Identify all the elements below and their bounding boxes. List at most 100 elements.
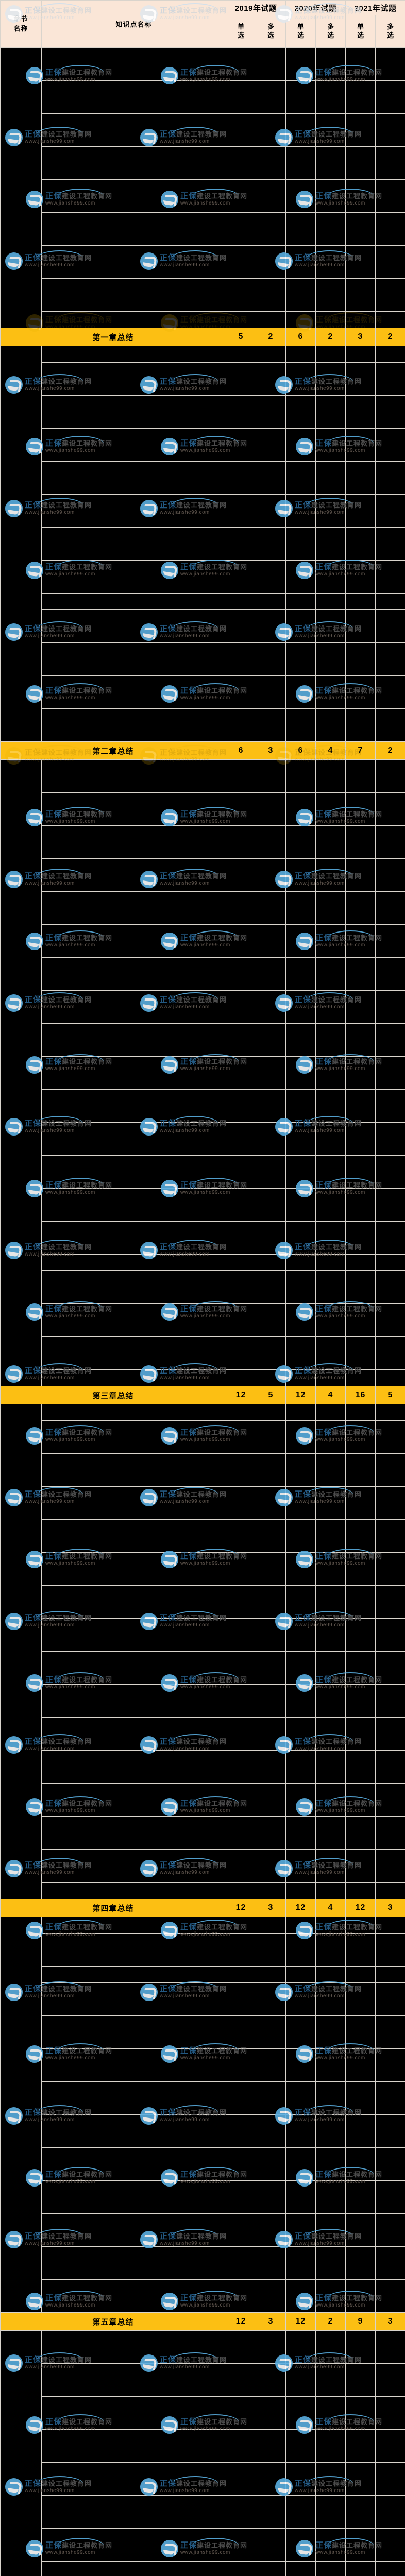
count-cell: [345, 278, 376, 295]
count-cell: [345, 212, 376, 229]
count-cell: [285, 908, 316, 925]
count-cell: [285, 1651, 316, 1668]
count-cell: [345, 527, 376, 544]
table-row: [1, 626, 405, 643]
count-cell: [256, 1684, 286, 1701]
count-cell: [256, 2347, 286, 2364]
count-cell: [285, 1684, 316, 1701]
count-cell: [375, 974, 405, 991]
knowledge-point-cell: [41, 659, 226, 676]
count-cell: [256, 2446, 286, 2463]
chapter-cell: [0, 759, 42, 1386]
count-cell: [375, 2164, 405, 2181]
count-cell: [256, 1106, 286, 1123]
knowledge-point-cell: [41, 2081, 226, 2098]
table-row: [1, 179, 405, 196]
count-cell: [285, 1701, 316, 1718]
knowledge-point-cell: [41, 2098, 226, 2115]
count-cell: [226, 2279, 256, 2296]
count-cell: [226, 1701, 256, 1718]
count-cell: [315, 1966, 346, 1983]
knowledge-point-cell: [41, 2545, 226, 2562]
count-cell: [375, 1139, 405, 1156]
count-cell: [256, 412, 286, 429]
table-row: [1, 725, 405, 742]
count-cell: [345, 642, 376, 659]
count-cell: [375, 2462, 405, 2479]
count-cell: [226, 1569, 256, 1586]
count-cell: [345, 1684, 376, 1701]
count-cell: [345, 229, 376, 246]
knowledge-point-cell: [41, 2561, 226, 2576]
count-cell: [226, 2230, 256, 2247]
count-cell: [315, 2330, 346, 2347]
count-cell: [315, 1684, 346, 1701]
count-cell: [315, 875, 346, 892]
count-cell: [285, 1882, 316, 1899]
count-cell: [256, 2263, 286, 2280]
table-row: [1, 113, 405, 130]
count-cell: [315, 1453, 346, 1470]
table-row: [1, 2032, 405, 2049]
knowledge-point-cell: [41, 692, 226, 709]
chapter-cell: [0, 346, 42, 742]
count-cell: [285, 295, 316, 312]
count-cell: [226, 2462, 256, 2479]
knowledge-point-cell: [41, 1023, 226, 1040]
knowledge-point-cell: [41, 626, 226, 643]
count-cell: [315, 2131, 346, 2148]
count-cell: [256, 957, 286, 974]
count-cell: [315, 1040, 346, 1057]
count-cell: [285, 1437, 316, 1454]
count-cell: [256, 1701, 286, 1718]
knowledge-point-cell: [41, 2380, 226, 2397]
count-cell: [375, 941, 405, 958]
count-cell: [226, 1800, 256, 1817]
count-cell: [345, 593, 376, 610]
count-cell: [345, 1982, 376, 1999]
count-cell: [285, 1270, 316, 1287]
count-cell: [285, 1172, 316, 1189]
count-cell: [375, 1882, 405, 1899]
table-row: [1, 1668, 405, 1685]
count-cell: [315, 809, 346, 826]
table-row: [1, 792, 405, 809]
count-cell: [315, 494, 346, 511]
count-cell: [256, 1437, 286, 1454]
table-row: [1, 1767, 405, 1784]
count-cell: [256, 229, 286, 246]
count-cell: [375, 1668, 405, 1685]
count-cell: [256, 1866, 286, 1883]
count-cell: [345, 2147, 376, 2164]
knowledge-point-cell: [41, 1420, 226, 1437]
table-row: [1, 1684, 405, 1701]
count-cell: [256, 461, 286, 478]
knowledge-point-cell: [41, 428, 226, 445]
count-cell: [226, 1353, 256, 1370]
count-cell: [375, 1404, 405, 1421]
header-knowledge-point: 知识点名称: [41, 0, 226, 48]
count-cell: [256, 1404, 286, 1421]
chapter-summary-value: 3: [256, 1899, 286, 1917]
count-cell: [375, 527, 405, 544]
count-cell: [226, 544, 256, 561]
count-cell: [315, 113, 346, 130]
count-cell: [285, 478, 316, 495]
table-row: [1, 2479, 405, 2496]
count-cell: [256, 346, 286, 363]
count-cell: [226, 1602, 256, 1619]
count-cell: [256, 113, 286, 130]
table-row: [1, 1188, 405, 1205]
knowledge-point-cell: [41, 1503, 226, 1520]
chapter-summary-value: 4: [315, 741, 346, 760]
count-cell: [345, 1188, 376, 1205]
count-cell: [345, 908, 376, 925]
count-cell: [256, 891, 286, 908]
count-cell: [226, 1205, 256, 1222]
count-cell: [315, 1139, 346, 1156]
table-row: [1, 2015, 405, 2032]
count-cell: [315, 675, 346, 692]
count-cell: [256, 1303, 286, 1320]
count-cell: [285, 692, 316, 709]
count-cell: [375, 1023, 405, 1040]
